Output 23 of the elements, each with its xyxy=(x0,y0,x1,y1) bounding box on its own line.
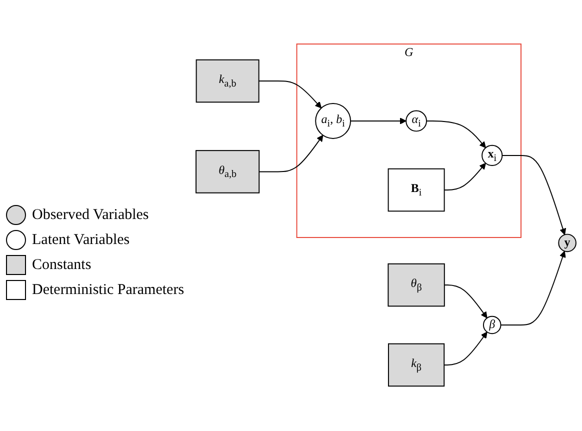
node-box: k$_{β}$ xyxy=(388,344,445,388)
node-circle: α$_{i}$ xyxy=(406,110,427,132)
node-circle: y xyxy=(558,234,576,253)
node-box: k$_{a,b}$ xyxy=(196,60,260,104)
node-circle: β xyxy=(482,316,502,335)
legend-label: Deterministic Parameters xyxy=(32,282,184,298)
node-box: B$_{i}$ xyxy=(388,168,445,212)
legend-label: Constants xyxy=(32,256,92,274)
arrow xyxy=(502,155,566,236)
arrow xyxy=(444,163,486,191)
node-circle: a$_{i}$, b$_{i}$ xyxy=(315,103,352,140)
arrow xyxy=(444,284,488,319)
node-box: θ$_{a,b}$ xyxy=(196,150,260,194)
legend-label: Observed Variables xyxy=(32,206,149,224)
node-circle: x$_{i}$ xyxy=(482,145,503,166)
arrow xyxy=(258,80,322,109)
legend-label: Latent Variables xyxy=(32,232,130,248)
arrow xyxy=(258,135,324,173)
arrow xyxy=(426,120,486,148)
arrow xyxy=(350,118,406,125)
arrow xyxy=(444,332,488,366)
node-box: θ$_{β}$ xyxy=(388,264,445,308)
arrow xyxy=(500,251,566,326)
